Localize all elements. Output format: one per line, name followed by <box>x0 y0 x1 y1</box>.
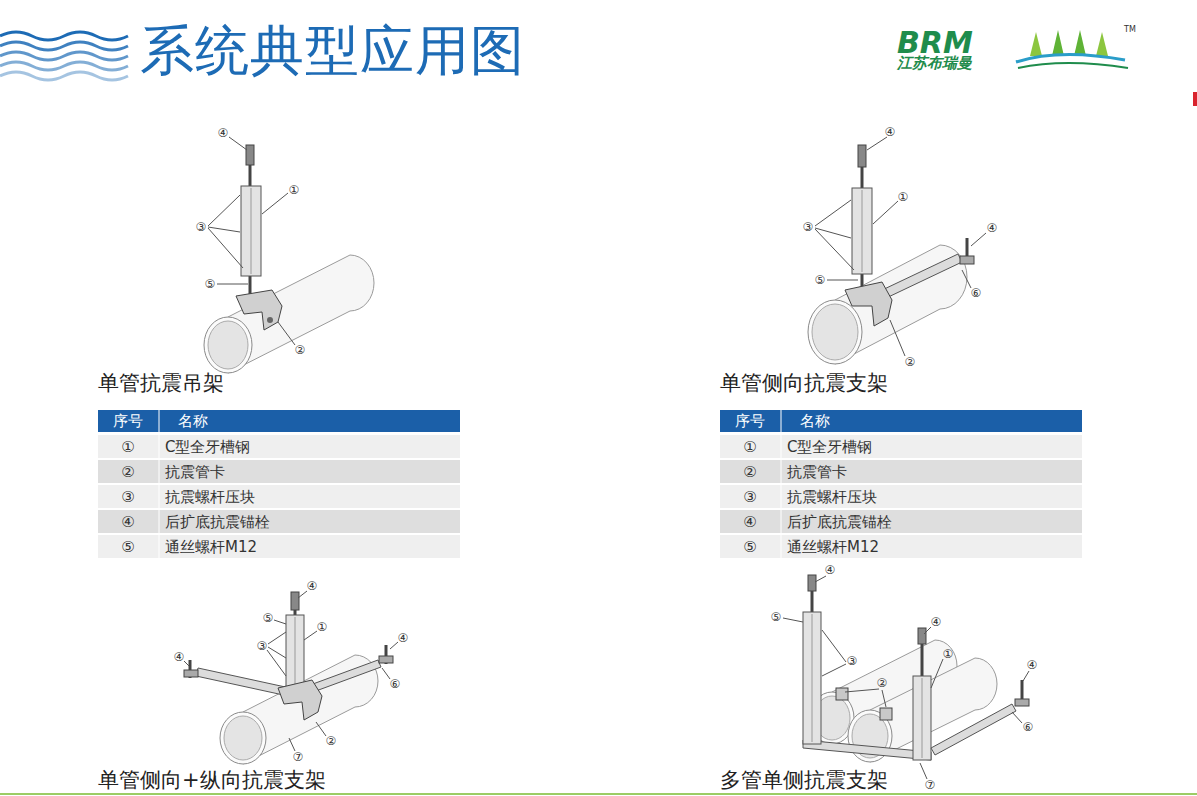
callout-number: ④ <box>825 564 836 576</box>
table-cell: 通丝螺杆M12 <box>165 540 257 555</box>
table-cell: ⑤ <box>743 540 756 555</box>
table-cell: ⑤ <box>121 540 134 555</box>
callout-number: ⑦ <box>293 751 304 763</box>
brand-name: 江苏布瑞曼 <box>897 56 972 71</box>
page-title: 系统典型应用图 <box>140 24 525 78</box>
table-cell: 通丝螺杆M12 <box>787 540 879 555</box>
callout-number: ④ <box>987 222 998 234</box>
table-header: 名称 <box>800 414 830 429</box>
table-cell: ③ <box>743 490 756 505</box>
callout-number: ① <box>317 621 328 633</box>
callout-number: ④ <box>307 580 318 592</box>
callout-number: ② <box>326 735 337 747</box>
table-cell: ① <box>121 440 134 455</box>
table-cell: C型全牙槽钢 <box>165 440 250 455</box>
callout-number: ② <box>905 356 916 368</box>
callout-number: ③ <box>257 640 268 652</box>
callout-number: ⑤ <box>815 274 826 286</box>
callout-number: ⑤ <box>205 278 216 290</box>
table-header: 序号 <box>735 414 765 429</box>
table-cell: ③ <box>121 490 134 505</box>
callout-number: ③ <box>803 221 814 233</box>
callout-number: ④ <box>931 616 942 628</box>
callout-number: ③ <box>196 221 207 233</box>
table-header: 名称 <box>178 414 208 429</box>
table-cell: ① <box>743 440 756 455</box>
table-cell: C型全牙槽钢 <box>787 440 872 455</box>
table-cell: ② <box>121 465 134 480</box>
figure-caption: 多管单侧抗震支架 <box>720 768 888 792</box>
callout-number: ④ <box>885 126 896 138</box>
table-cell: 后扩底抗震锚栓 <box>165 515 270 530</box>
table-cell: ② <box>743 465 756 480</box>
callout-number: ④ <box>174 651 185 663</box>
callout-number: ④ <box>398 632 409 644</box>
brand-logo: BRM <box>897 28 973 58</box>
figure-caption: 单管侧向抗震支架 <box>720 371 888 395</box>
figure-caption: 单管侧向+纵向抗震支架 <box>98 768 326 792</box>
callout-number: ⑥ <box>971 287 982 299</box>
callout-number: ③ <box>847 655 858 667</box>
table-header: 序号 <box>113 414 143 429</box>
callout-number: ⑥ <box>390 678 401 690</box>
table-cell: 抗震螺杆压块 <box>787 490 877 505</box>
callout-number: ① <box>943 648 954 660</box>
trademark: TM <box>1124 26 1136 34</box>
callout-number: ② <box>877 677 888 689</box>
callout-number: ① <box>289 184 300 196</box>
table-cell: 抗震螺杆压块 <box>165 490 255 505</box>
callout-number: ④ <box>218 127 229 139</box>
callout-number: ⑥ <box>1023 721 1034 733</box>
callout-number: ⑤ <box>263 612 274 624</box>
figure-caption: 单管抗震吊架 <box>98 371 224 395</box>
callout-number: ② <box>295 344 306 356</box>
table-cell: 抗震管卡 <box>165 465 225 480</box>
callout-number: ⑤ <box>771 611 782 623</box>
table-cell: ④ <box>743 515 756 530</box>
table-cell: 抗震管卡 <box>787 465 847 480</box>
table-cell: 后扩底抗震锚栓 <box>787 515 892 530</box>
callout-number: ⑦ <box>925 779 936 791</box>
callout-number: ④ <box>1027 659 1038 671</box>
table-cell: ④ <box>121 515 134 530</box>
callout-number: ① <box>898 191 909 203</box>
